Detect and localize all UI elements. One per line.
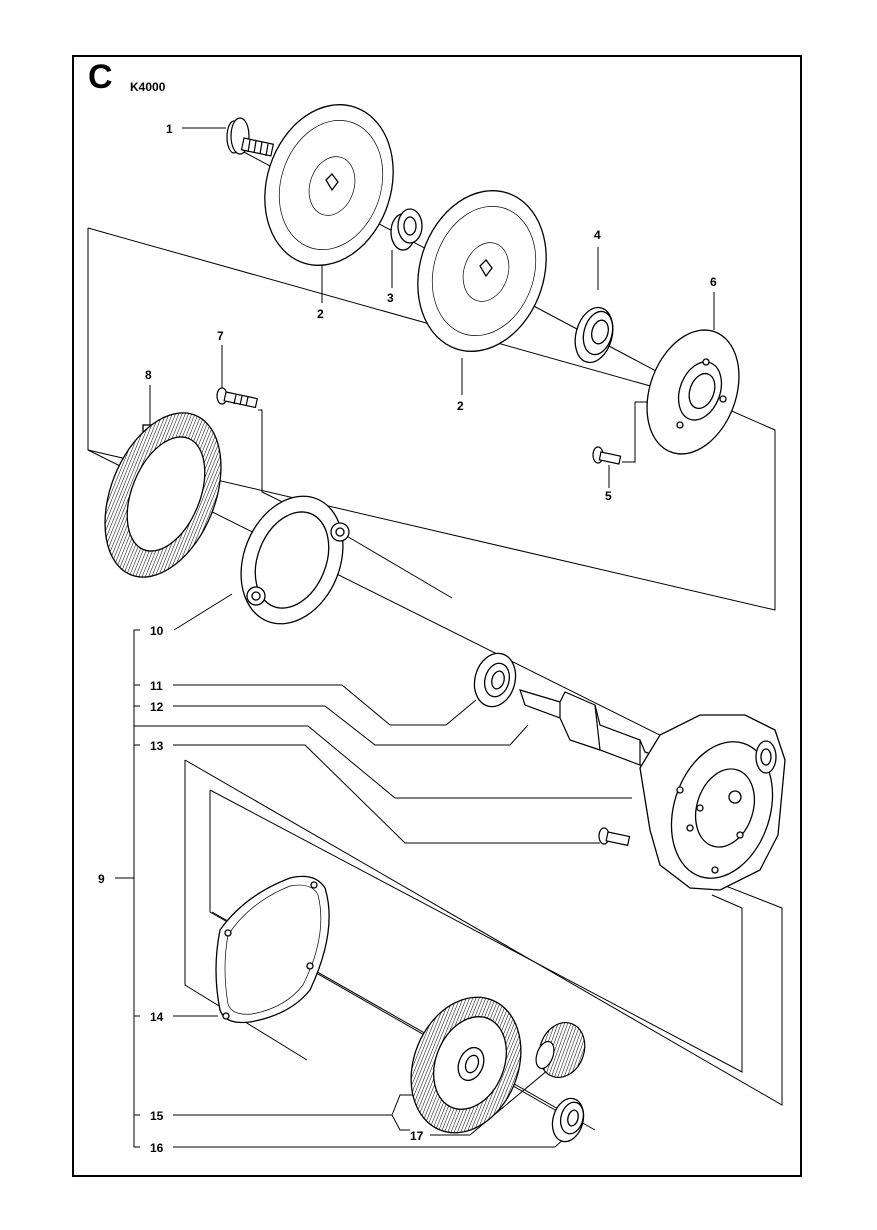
screw-part-5 xyxy=(592,446,622,465)
bolt-part-1 xyxy=(226,117,275,157)
callout-10: 10 xyxy=(150,624,164,638)
callout-12: 12 xyxy=(150,700,164,714)
callout-17: 17 xyxy=(410,1129,424,1143)
flange-washer-part-2a xyxy=(264,104,394,266)
pinion-part-17 xyxy=(535,1022,586,1078)
callout-1: 1 xyxy=(166,122,173,136)
bearing-part-11 xyxy=(473,652,517,708)
screw-part-13 xyxy=(598,827,631,847)
gasket-part-14 xyxy=(215,875,330,1024)
bevel-gear-part-15 xyxy=(410,996,522,1134)
callout-2b: 2 xyxy=(457,399,464,413)
callout-2a: 2 xyxy=(317,307,324,321)
flange-washer-part-2b xyxy=(417,190,547,352)
section-letter: C xyxy=(88,58,113,96)
seal-ring-part-4 xyxy=(574,306,614,364)
screw-part-7 xyxy=(216,387,259,409)
bearing-part-16 xyxy=(551,1097,585,1143)
callout-7: 7 xyxy=(217,329,224,343)
callout-3: 3 xyxy=(387,291,394,305)
callout-5: 5 xyxy=(605,489,612,503)
model-code: K4000 xyxy=(130,80,166,94)
bearing-retainer-part-10 xyxy=(240,495,350,625)
callout-15: 15 xyxy=(150,1109,164,1123)
bushing-part-3 xyxy=(390,208,423,251)
diagram-frame xyxy=(72,55,802,1177)
gearbox-housing xyxy=(639,714,786,891)
callout-9: 9 xyxy=(98,872,105,886)
ring-gear-part-8 xyxy=(104,412,222,578)
cover-plate-part-6 xyxy=(646,329,740,455)
callout-labels: 1 2 3 4 6 2 7 8 5 10 11 12 13 9 14 15 17… xyxy=(98,122,717,1155)
callout-6: 6 xyxy=(710,275,717,289)
callout-4: 4 xyxy=(594,228,601,242)
leader-lines xyxy=(115,127,715,1148)
callout-13: 13 xyxy=(150,739,164,753)
callout-16: 16 xyxy=(150,1141,164,1155)
callout-14: 14 xyxy=(150,1010,164,1024)
callout-8: 8 xyxy=(145,368,152,382)
callout-11: 11 xyxy=(150,679,163,693)
